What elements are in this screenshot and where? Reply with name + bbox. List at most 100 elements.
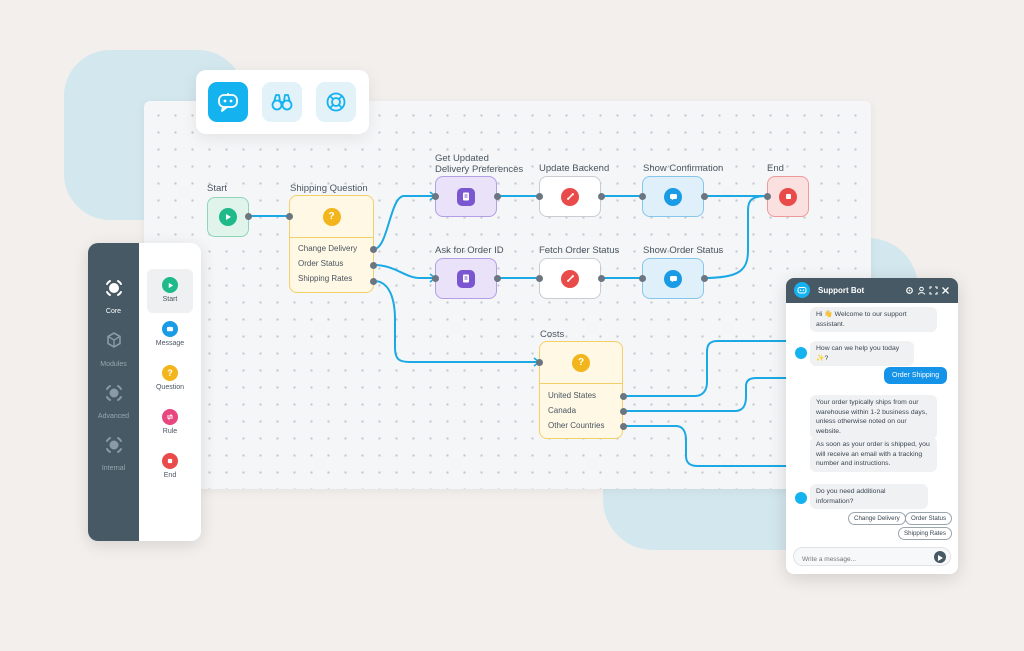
fetch-order-status-node[interactable]	[539, 258, 601, 299]
port[interactable]	[245, 213, 252, 220]
port[interactable]	[286, 213, 293, 220]
bot-message: As soon as your order is shipped, you wi…	[810, 437, 937, 472]
node-label-start: Start	[207, 183, 228, 194]
message-input[interactable]	[794, 551, 924, 568]
ask-order-id-node[interactable]	[435, 258, 497, 299]
node-label-end: End	[767, 163, 784, 174]
flow-canvas[interactable]	[144, 101, 871, 489]
palette-item-rule[interactable]: Rule	[147, 409, 193, 435]
port[interactable]	[701, 193, 708, 200]
option-order-status[interactable]: Order Status	[298, 259, 344, 268]
port[interactable]	[494, 275, 501, 282]
option-united-states[interactable]: United States	[548, 391, 597, 400]
bot-avatar	[795, 492, 807, 504]
send-button[interactable]	[934, 551, 946, 563]
chat-bubble-icon	[664, 187, 682, 206]
chat-bubble-icon	[664, 269, 682, 288]
get-updated-preferences-node[interactable]	[435, 176, 497, 217]
lifebuoy-button[interactable]	[316, 82, 356, 122]
chat-header: Support Bot	[786, 278, 958, 303]
chatbot-button[interactable]	[208, 82, 248, 122]
shipping-question-node[interactable]: ? Change Delivery Order Status Shipping …	[289, 195, 374, 293]
port[interactable]	[764, 193, 771, 200]
port[interactable]	[598, 193, 605, 200]
port[interactable]	[432, 193, 439, 200]
play-icon	[162, 277, 178, 293]
binoculars-button[interactable]	[262, 82, 302, 122]
document-icon	[457, 187, 475, 206]
palette-item-end[interactable]: End	[147, 453, 193, 479]
port[interactable]	[639, 193, 646, 200]
quick-reply-shipping-rates[interactable]: Shipping Rates	[898, 527, 952, 540]
advanced-icon	[105, 385, 122, 401]
user-icon[interactable]	[917, 286, 926, 295]
chat-title: Support Bot	[818, 286, 865, 295]
show-confirmation-node[interactable]	[642, 176, 704, 217]
port[interactable]	[620, 423, 627, 430]
show-order-status-node[interactable]	[642, 258, 704, 299]
start-node[interactable]	[207, 197, 249, 237]
category-core[interactable]: Core	[88, 277, 139, 315]
costs-node[interactable]: ? United States Canada Other Countries	[539, 341, 623, 439]
palette-label: Question	[155, 384, 185, 391]
end-node[interactable]	[767, 176, 809, 217]
port[interactable]	[432, 275, 439, 282]
user-message: Order Shipping	[884, 367, 948, 384]
port[interactable]	[494, 193, 501, 200]
expand-icon[interactable]	[929, 286, 938, 295]
category-advanced[interactable]: Advanced	[88, 382, 139, 420]
node-label-fetch-order-status: Fetch Order Status	[539, 245, 620, 256]
port[interactable]	[620, 408, 627, 415]
port[interactable]	[639, 275, 646, 282]
node-label-costs: Costs	[540, 329, 565, 340]
stop-icon	[779, 187, 797, 206]
category-modules[interactable]: Modules	[88, 330, 139, 368]
node-label-get-updated: Get Updated Delivery Preferences	[435, 153, 524, 175]
node-label-show-confirmation: Show Confirmation	[643, 163, 724, 174]
palette-label: Message	[155, 340, 185, 347]
port[interactable]	[620, 393, 627, 400]
port[interactable]	[536, 275, 543, 282]
port[interactable]	[701, 275, 708, 282]
bot-message: How can we help you today ✨?	[810, 341, 914, 366]
palette-item-start[interactable]: Start	[147, 269, 193, 313]
bot-message: Do you need additional information?	[810, 484, 928, 509]
chat-bubble-icon	[162, 321, 178, 337]
update-backend-node[interactable]	[539, 176, 601, 217]
question-icon: ?	[162, 365, 178, 381]
bot-toolbar	[196, 70, 369, 134]
close-icon[interactable]	[941, 286, 950, 295]
option-shipping-rates[interactable]: Shipping Rates	[298, 274, 353, 283]
binoculars-icon	[271, 94, 293, 111]
option-other-countries[interactable]: Other Countries	[548, 421, 605, 430]
palette-item-message[interactable]: Message	[147, 321, 193, 347]
document-icon	[457, 269, 475, 288]
chatbot-icon	[794, 282, 810, 298]
palette-label: End	[163, 472, 177, 479]
chat-widget: Support Bot Hi 👋 Welcome to our support …	[786, 278, 958, 574]
core-icon	[105, 280, 122, 296]
quick-reply-order-status[interactable]: Order Status	[905, 512, 953, 525]
play-icon	[219, 208, 237, 226]
category-label: Advanced	[97, 413, 130, 420]
quick-reply-change-delivery[interactable]: Change Delivery	[848, 512, 906, 525]
category-internal[interactable]: Internal	[88, 434, 139, 472]
option-canada[interactable]: Canada	[548, 406, 577, 415]
port[interactable]	[536, 193, 543, 200]
palette-label: Start	[162, 296, 178, 303]
port[interactable]	[536, 359, 543, 366]
link-icon	[561, 187, 579, 206]
port[interactable]	[370, 278, 377, 285]
port[interactable]	[370, 262, 377, 269]
port[interactable]	[598, 275, 605, 282]
internal-icon	[105, 437, 122, 453]
port[interactable]	[370, 246, 377, 253]
bot-avatar	[795, 347, 807, 359]
option-change-delivery[interactable]: Change Delivery	[298, 244, 358, 253]
lifebuoy-icon	[326, 92, 346, 112]
palette-item-question[interactable]: ? Question	[147, 365, 193, 391]
category-label: Modules	[100, 361, 127, 368]
settings-icon[interactable]	[905, 286, 914, 295]
modules-icon	[106, 332, 121, 348]
node-label-shipping-question: Shipping Question	[290, 183, 368, 194]
